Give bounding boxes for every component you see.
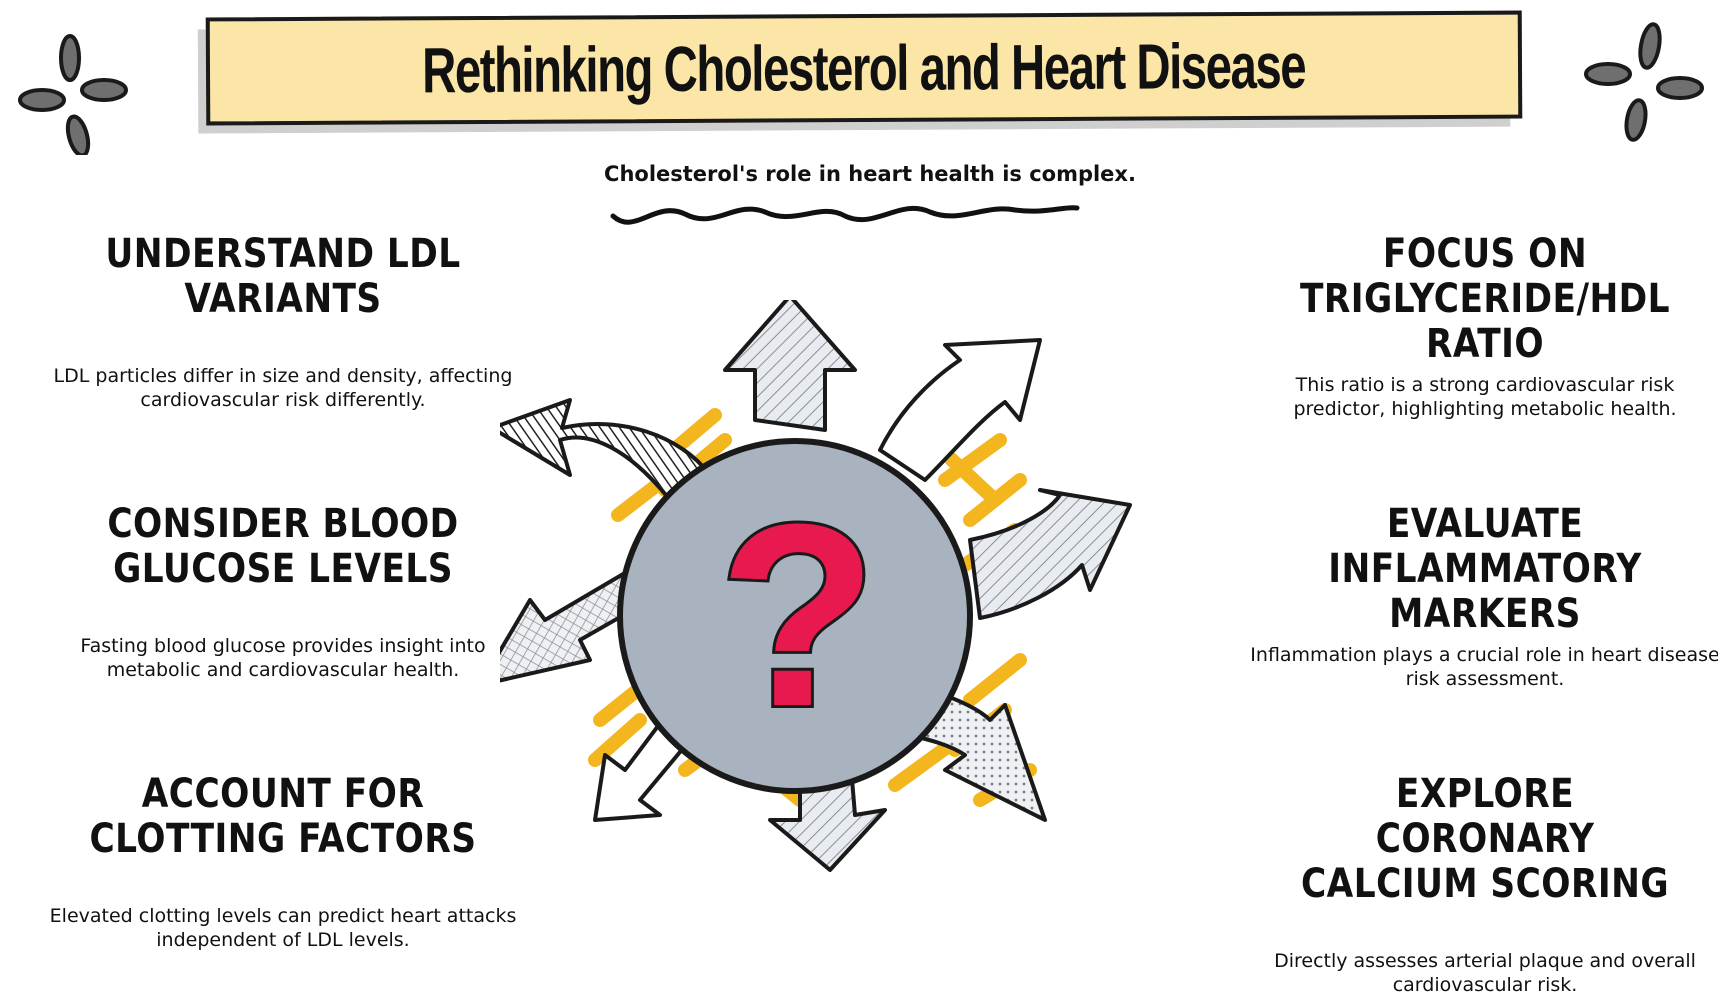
title-banner: Rethinking Cholesterol and Heart Disease bbox=[205, 10, 1523, 126]
arrow-upper-left bbox=[500, 398, 712, 502]
sparkle-right-icon bbox=[1584, 22, 1704, 142]
card-heading: Focus on Triglyceride/HDL Ratio bbox=[1299, 231, 1671, 367]
subtitle: Cholesterol's role in heart health is co… bbox=[604, 162, 1136, 186]
center-circle bbox=[617, 438, 973, 794]
arrow-right bbox=[968, 488, 1132, 620]
card-blood-glucose: Consider Blood Glucose Levels Fasting bl… bbox=[48, 502, 518, 682]
card-triglyceride-hdl: Focus on Triglyceride/HDL Ratio This rat… bbox=[1250, 232, 1718, 421]
squiggle-underline bbox=[610, 205, 1080, 225]
card-text: This ratio is a strong cardiovascular ri… bbox=[1293, 374, 1677, 420]
card-heading: Explore Coronary Calcium Scoring bbox=[1300, 771, 1669, 907]
card-text: Directly assesses arterial plaque and ov… bbox=[1274, 950, 1696, 996]
card-text: LDL particles differ in size and density… bbox=[53, 365, 513, 411]
card-heading: Understand LDL Variants bbox=[105, 231, 461, 322]
card-heading: Consider Blood Glucose Levels bbox=[107, 501, 459, 592]
card-text: Inflammation plays a crucial role in hea… bbox=[1250, 644, 1718, 690]
card-heading: Account for Clotting Factors bbox=[89, 771, 477, 862]
arrow-up-right bbox=[878, 338, 1042, 482]
card-heading: Evaluate Inflammatory Markers bbox=[1328, 501, 1642, 637]
card-clotting-factors: Account for Clotting Factors Elevated cl… bbox=[48, 772, 518, 952]
card-text: Fasting blood glucose provides insight i… bbox=[80, 635, 486, 681]
card-text: Elevated clotting levels can predict hea… bbox=[49, 905, 517, 951]
arrow-left bbox=[500, 568, 652, 683]
card-inflammatory-markers: Evaluate Inflammatory Markers Inflammati… bbox=[1250, 502, 1718, 691]
central-illustration: ? bbox=[500, 300, 1132, 872]
question-mark-icon: ? bbox=[719, 471, 878, 761]
card-coronary-calcium: Explore Coronary Calcium Scoring Directl… bbox=[1250, 772, 1718, 997]
arrow-up bbox=[723, 300, 857, 432]
card-understand-ldl: Understand LDL Variants LDL particles di… bbox=[48, 232, 518, 412]
arrow-lower-right bbox=[908, 688, 1047, 822]
sparkle-left-icon bbox=[18, 34, 128, 155]
page-title: Rethinking Cholesterol and Heart Disease bbox=[422, 29, 1306, 107]
